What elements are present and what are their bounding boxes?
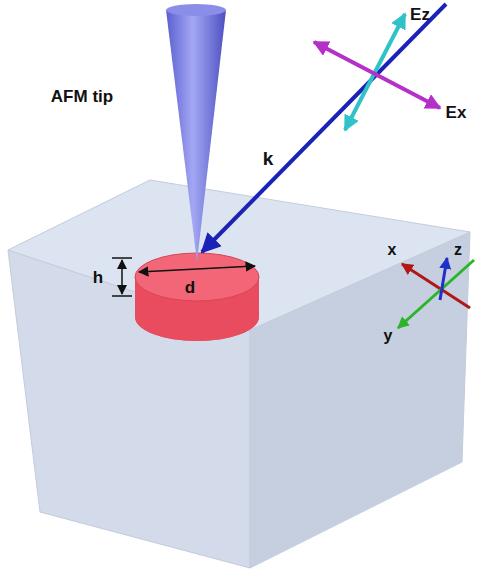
ex-field [314,42,440,108]
tip-label: AFM tip [51,88,113,105]
axis-label: y [384,328,393,344]
nanodisk [135,253,259,341]
diameter-arrow [139,266,255,272]
axes [398,258,474,328]
dimension-label: h [93,269,103,286]
axis-label: z [454,242,462,258]
field-label: Ez [410,6,430,23]
substrate [8,180,470,568]
vector-label: k [263,149,274,168]
afm-tip [166,4,226,262]
axis-label: x [388,242,397,258]
wave-vector [202,4,446,252]
height-arrow [112,258,132,296]
field-label: Ex [446,104,467,121]
dimension-label: d [185,279,195,296]
